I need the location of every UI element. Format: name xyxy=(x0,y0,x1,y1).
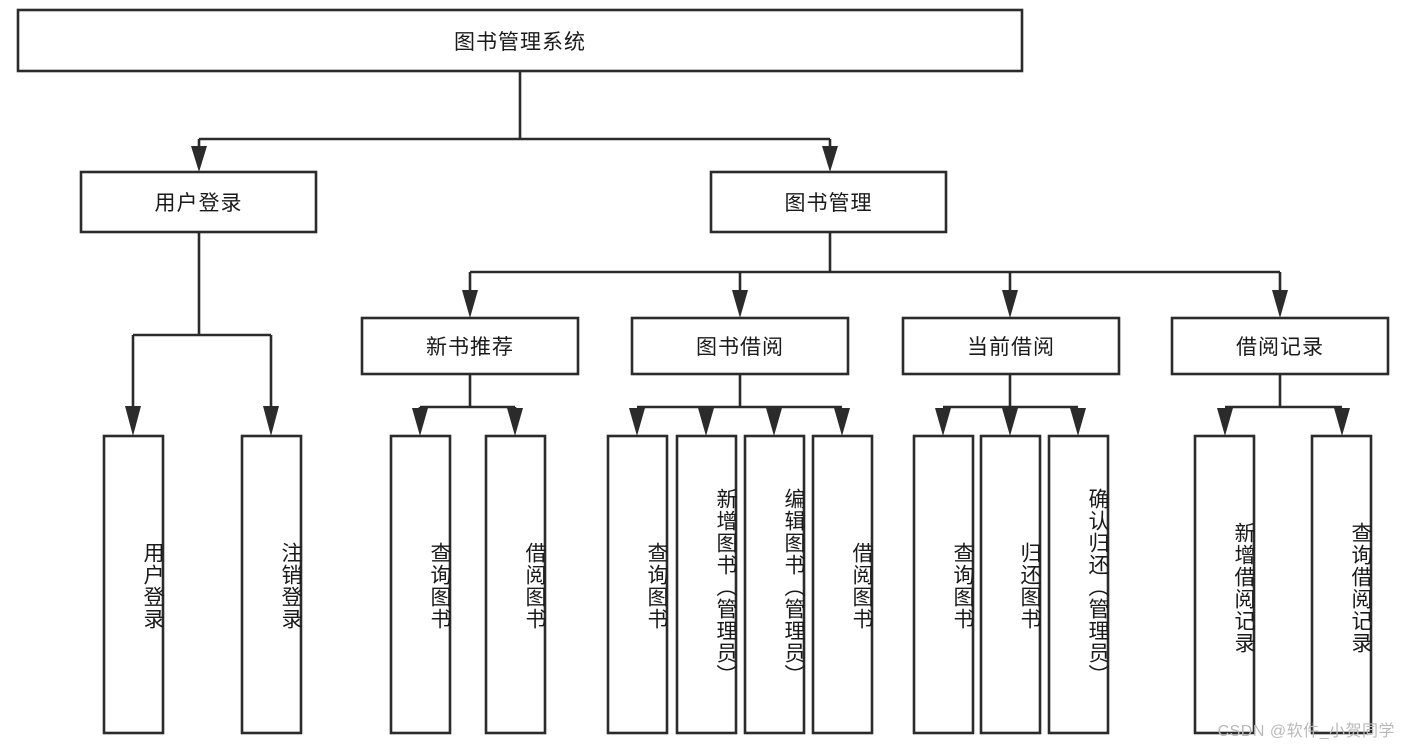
node-box-leaf-logout-login[interactable] xyxy=(240,434,303,735)
label-leaf-borrow-book-1: 借阅图书 xyxy=(523,542,546,630)
node-box-leaf-confirm-return[interactable] xyxy=(1047,434,1110,735)
node-box-current-borrow[interactable] xyxy=(901,316,1121,376)
arrow-head-book-manage xyxy=(822,146,838,172)
arrow-head-leaf-logout-login xyxy=(263,406,279,436)
arrow-head-leaf-query-book-2 xyxy=(629,408,645,436)
node-box-new-book-recommend[interactable] xyxy=(360,316,580,376)
node-box-leaf-edit-book[interactable] xyxy=(743,434,806,735)
arrow-head-book-borrow xyxy=(732,290,748,318)
label-leaf-query-book-2: 查询图书 xyxy=(645,542,668,630)
label-leaf-query-record: 查询借阅记录 xyxy=(1349,521,1372,654)
label-book-manage: 图书管理 xyxy=(784,192,873,215)
label-leaf-logout-login: 注销登录 xyxy=(279,542,302,630)
label-book-borrow: 图书借阅 xyxy=(696,336,784,359)
arrow-head-leaf-user-login xyxy=(125,406,141,436)
label-leaf-query-book-1: 查询图书 xyxy=(428,542,451,630)
connector-group-new-book-recommend xyxy=(412,374,523,436)
node-box-leaf-add-book[interactable] xyxy=(675,434,738,735)
arrow-head-leaf-query-record xyxy=(1334,408,1350,436)
label-current-borrow: 当前借阅 xyxy=(967,336,1055,359)
label-leaf-add-book: 新增图书（管理员） xyxy=(714,487,737,686)
node-box-book-manage[interactable] xyxy=(709,170,948,234)
arrow-head-current-borrow xyxy=(1002,290,1018,318)
node-box-leaf-query-record[interactable] xyxy=(1310,434,1373,735)
arrow-head-new-book-recommend xyxy=(462,290,478,318)
label-leaf-query-book-3: 查询图书 xyxy=(951,542,974,630)
node-box-root[interactable] xyxy=(16,8,1024,73)
connector-group-book-borrow xyxy=(629,374,850,436)
node-box-leaf-return-book[interactable] xyxy=(979,434,1042,735)
label-root: 图书管理系统 xyxy=(454,30,586,54)
label-leaf-confirm-return: 确认归还（管理员） xyxy=(1086,487,1109,686)
connector-group-root xyxy=(191,71,838,172)
node-box-book-borrow[interactable] xyxy=(630,316,850,376)
node-box-leaf-borrow-book-2[interactable] xyxy=(811,434,874,735)
label-leaf-return-book: 归还图书 xyxy=(1018,542,1041,630)
connector-group-user-login xyxy=(125,232,279,436)
node-box-leaf-query-book-2[interactable] xyxy=(606,434,669,735)
label-new-book-recommend: 新书推荐 xyxy=(426,336,514,359)
label-leaf-edit-book: 编辑图书（管理员） xyxy=(782,487,805,686)
connector-group-book-manage xyxy=(462,232,1288,318)
node-box-user-login[interactable] xyxy=(79,170,318,234)
node-box-leaf-query-book-1[interactable] xyxy=(389,434,452,735)
label-leaf-borrow-book-2: 借阅图书 xyxy=(850,542,873,630)
label-user-login: 用户登录 xyxy=(154,192,243,215)
node-box-borrow-record[interactable] xyxy=(1170,316,1390,376)
label-leaf-add-record: 新增借阅记录 xyxy=(1232,521,1255,654)
arrow-head-user-login xyxy=(191,146,207,172)
connector-group-borrow-record xyxy=(1217,374,1350,436)
node-box-leaf-user-login[interactable] xyxy=(102,434,165,735)
arrow-head-leaf-query-book-1 xyxy=(412,408,428,436)
arrow-head-leaf-add-book xyxy=(698,408,714,436)
node-box-leaf-query-book-3[interactable] xyxy=(912,434,975,735)
arrow-head-leaf-return-book xyxy=(1002,408,1018,436)
label-leaf-user-login: 用户登录 xyxy=(141,542,164,630)
arrow-head-leaf-confirm-return xyxy=(1070,408,1086,436)
arrow-head-leaf-borrow-book-1 xyxy=(507,408,523,436)
arrow-head-leaf-add-record xyxy=(1217,408,1233,436)
arrow-head-leaf-query-book-3 xyxy=(935,408,951,436)
arrow-head-borrow-record xyxy=(1272,290,1288,318)
arrow-head-leaf-edit-book xyxy=(766,408,782,436)
arrow-head-leaf-borrow-book-2 xyxy=(834,408,850,436)
node-box-leaf-borrow-book-1[interactable] xyxy=(484,434,547,735)
node-box-leaf-add-record[interactable] xyxy=(1193,434,1256,735)
label-borrow-record: 借阅记录 xyxy=(1236,336,1324,359)
connector-group-current-borrow xyxy=(935,374,1086,436)
